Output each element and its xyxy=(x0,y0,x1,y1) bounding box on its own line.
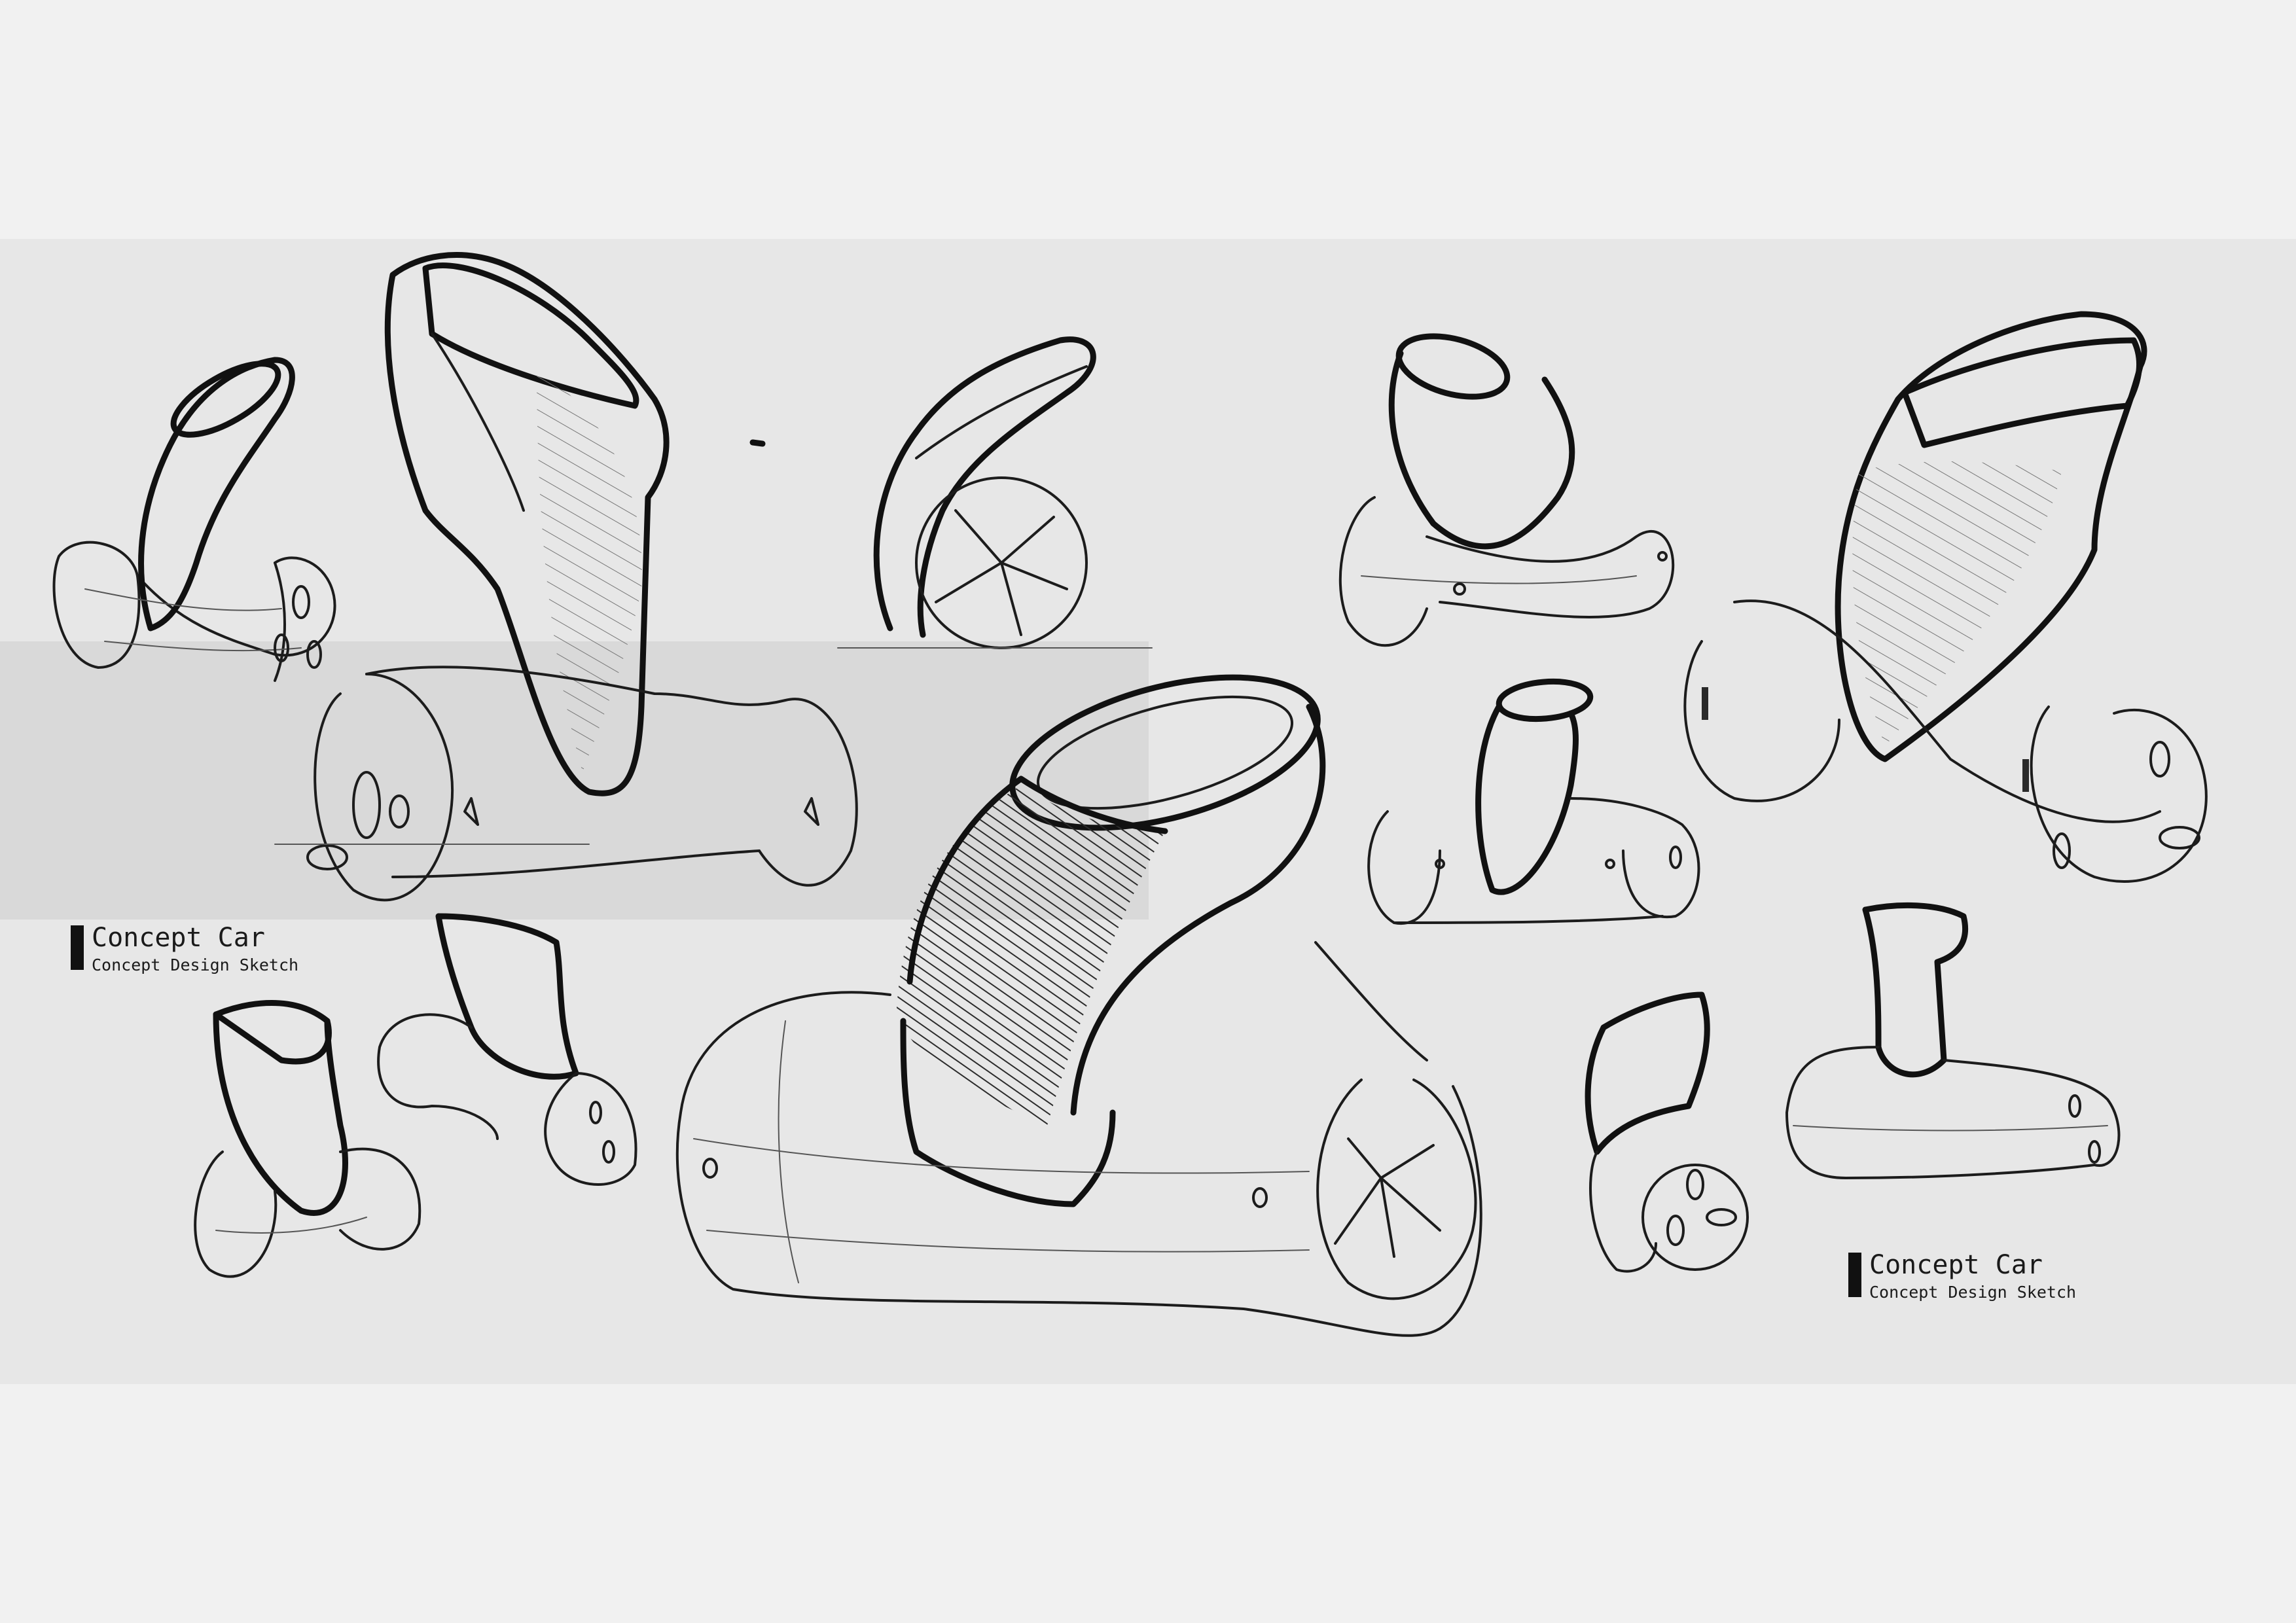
sketch-mid-right-small xyxy=(1367,678,1700,925)
sketch-bottom-right-a xyxy=(1585,991,1749,1273)
sketch-wheel-top-center xyxy=(837,336,1153,649)
sketch-small-top-left xyxy=(52,357,336,682)
stray-mark xyxy=(749,439,766,447)
sketch-tall-right xyxy=(1683,311,2208,883)
caption-bar xyxy=(1848,1253,1861,1297)
sketch-top-right-small xyxy=(1338,333,1675,647)
caption-subtitle: Concept Design Sketch xyxy=(1869,1283,2077,1302)
caption-title: Concept Car xyxy=(1869,1250,2043,1280)
caption-right: Concept Car Concept Design Sketch xyxy=(1848,1250,2123,1309)
sketch-bottom-left-b xyxy=(377,913,637,1186)
sketch-tall-left xyxy=(274,252,858,902)
sketch-main-center xyxy=(675,674,1482,1337)
caption-title: Concept Car xyxy=(92,923,265,953)
caption-left: Concept Car Concept Design Sketch xyxy=(71,923,346,982)
caption-bar xyxy=(71,925,84,970)
caption-subtitle: Concept Design Sketch xyxy=(92,955,299,974)
sketch-bottom-right-b xyxy=(1785,902,2121,1179)
sketch-bottom-left-a xyxy=(194,1000,422,1278)
